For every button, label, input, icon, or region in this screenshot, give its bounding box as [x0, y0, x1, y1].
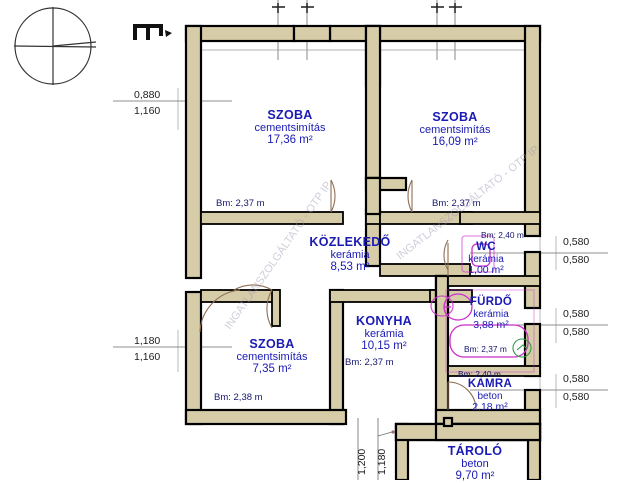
svg-text:INGATLANSZOLGÁLTATÓ - OTP IP: INGATLANSZOLGÁLTATÓ - OTP IP [394, 143, 542, 263]
dimension-lines-left [113, 88, 232, 372]
door-swings [199, 179, 477, 411]
plumbing-fixtures [430, 235, 535, 373]
dimension-lines-bottom [357, 418, 395, 480]
compass-rose-icon [13, 7, 97, 85]
section-cut-marker-icon [133, 24, 172, 40]
